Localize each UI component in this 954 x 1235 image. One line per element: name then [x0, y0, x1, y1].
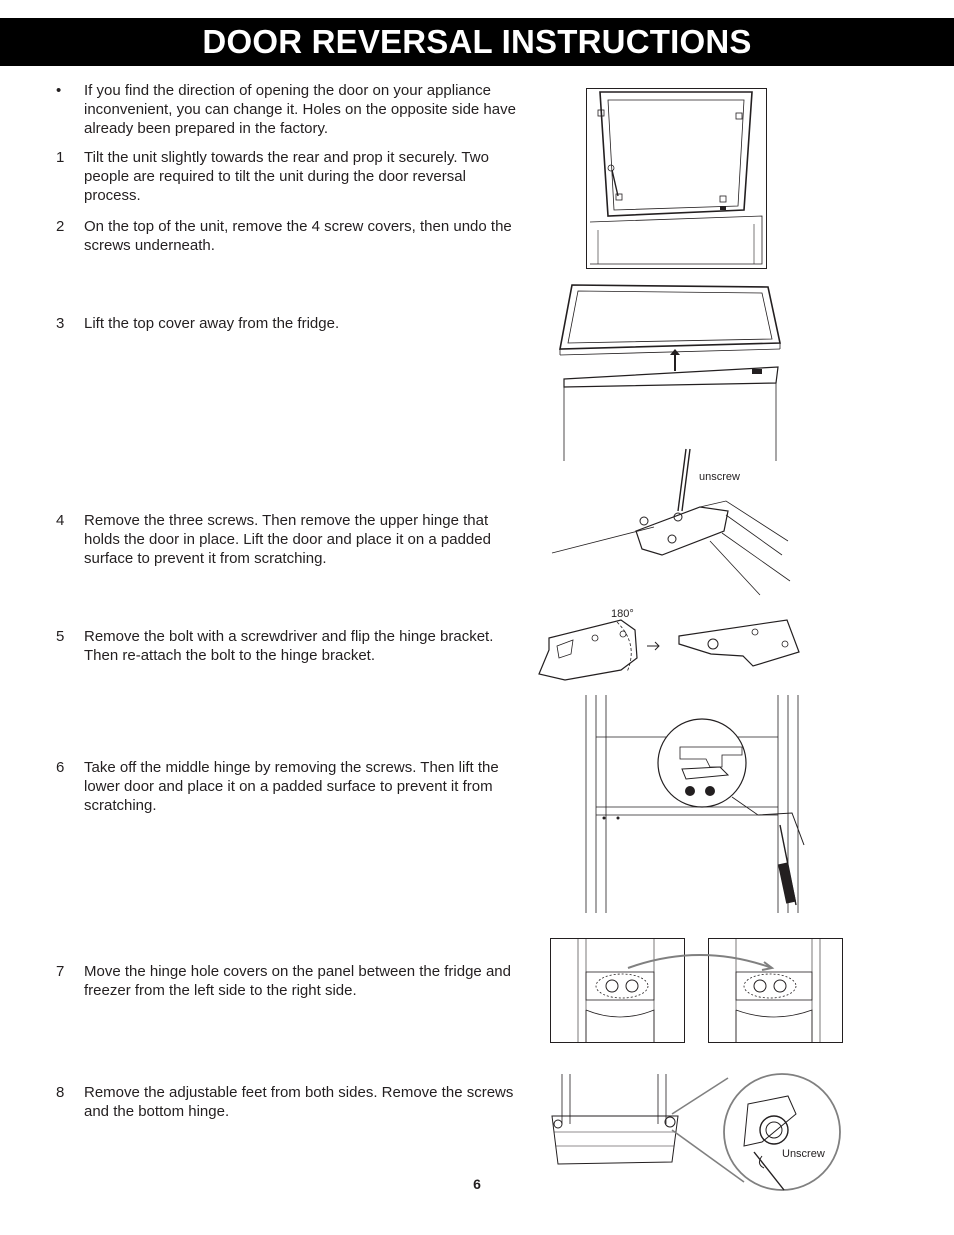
- figure-hole-covers: [550, 938, 845, 1044]
- step-8: 8 Remove the adjustable feet from both s…: [56, 1083, 516, 1121]
- unscrew-label: unscrew: [699, 471, 740, 483]
- step-text: Remove the bolt with a screwdriver and f…: [84, 628, 494, 664]
- figure-middle-hinge: [582, 695, 812, 915]
- step-2: 2 On the top of the unit, remove the 4 s…: [56, 217, 516, 255]
- step-text: Tilt the unit slightly towards the rear …: [84, 149, 489, 204]
- title-banner: DOOR REVERSAL INSTRUCTIONS: [0, 18, 954, 66]
- rotation-label: 180°: [611, 608, 634, 620]
- step-text: On the top of the unit, remove the 4 scr…: [84, 218, 512, 254]
- page-title: DOOR REVERSAL INSTRUCTIONS: [202, 23, 752, 60]
- step-text: Move the hinge hole covers on the panel …: [84, 963, 511, 999]
- figure-lift-cover: [558, 283, 783, 465]
- step-text: Take off the middle hinge by removing th…: [84, 759, 499, 814]
- step-intro: • If you find the direction of opening t…: [56, 81, 516, 138]
- step-number: 3: [56, 315, 65, 332]
- step-number: 8: [56, 1084, 65, 1101]
- step-6: 6 Take off the middle hinge by removing …: [56, 758, 516, 815]
- step-text: If you find the direction of opening the…: [84, 82, 516, 137]
- step-1: 1 Tilt the unit slightly towards the rea…: [56, 148, 516, 205]
- step-number: 1: [56, 149, 65, 166]
- step-text: Lift the top cover away from the fridge.: [84, 315, 340, 332]
- step-4: 4 Remove the three screws. Then remove t…: [56, 511, 516, 568]
- step-number: 2: [56, 218, 65, 235]
- step-number: •: [56, 82, 62, 99]
- step-number: 6: [56, 759, 65, 776]
- step-5: 5 Remove the bolt with a screwdriver and…: [56, 627, 516, 665]
- step-text: Remove the three screws. Then remove the…: [84, 512, 491, 567]
- step-text: Remove the adjustable feet from both sid…: [84, 1084, 514, 1120]
- figure-hinge-flip: [535, 610, 805, 682]
- figure-top-screws: [586, 88, 767, 269]
- step-number: 7: [56, 963, 65, 980]
- step-7: 7 Move the hinge hole covers on the pane…: [56, 962, 516, 1000]
- step-3: 3 Lift the top cover away from the fridg…: [56, 314, 516, 333]
- figure-bottom-hinge: [548, 1072, 843, 1194]
- figure-upper-hinge: [550, 445, 791, 596]
- step-number: 5: [56, 628, 65, 645]
- step-number: 4: [56, 512, 65, 529]
- unscrew-label-2: Unscrew: [782, 1148, 825, 1160]
- page-number: 6: [473, 1176, 481, 1192]
